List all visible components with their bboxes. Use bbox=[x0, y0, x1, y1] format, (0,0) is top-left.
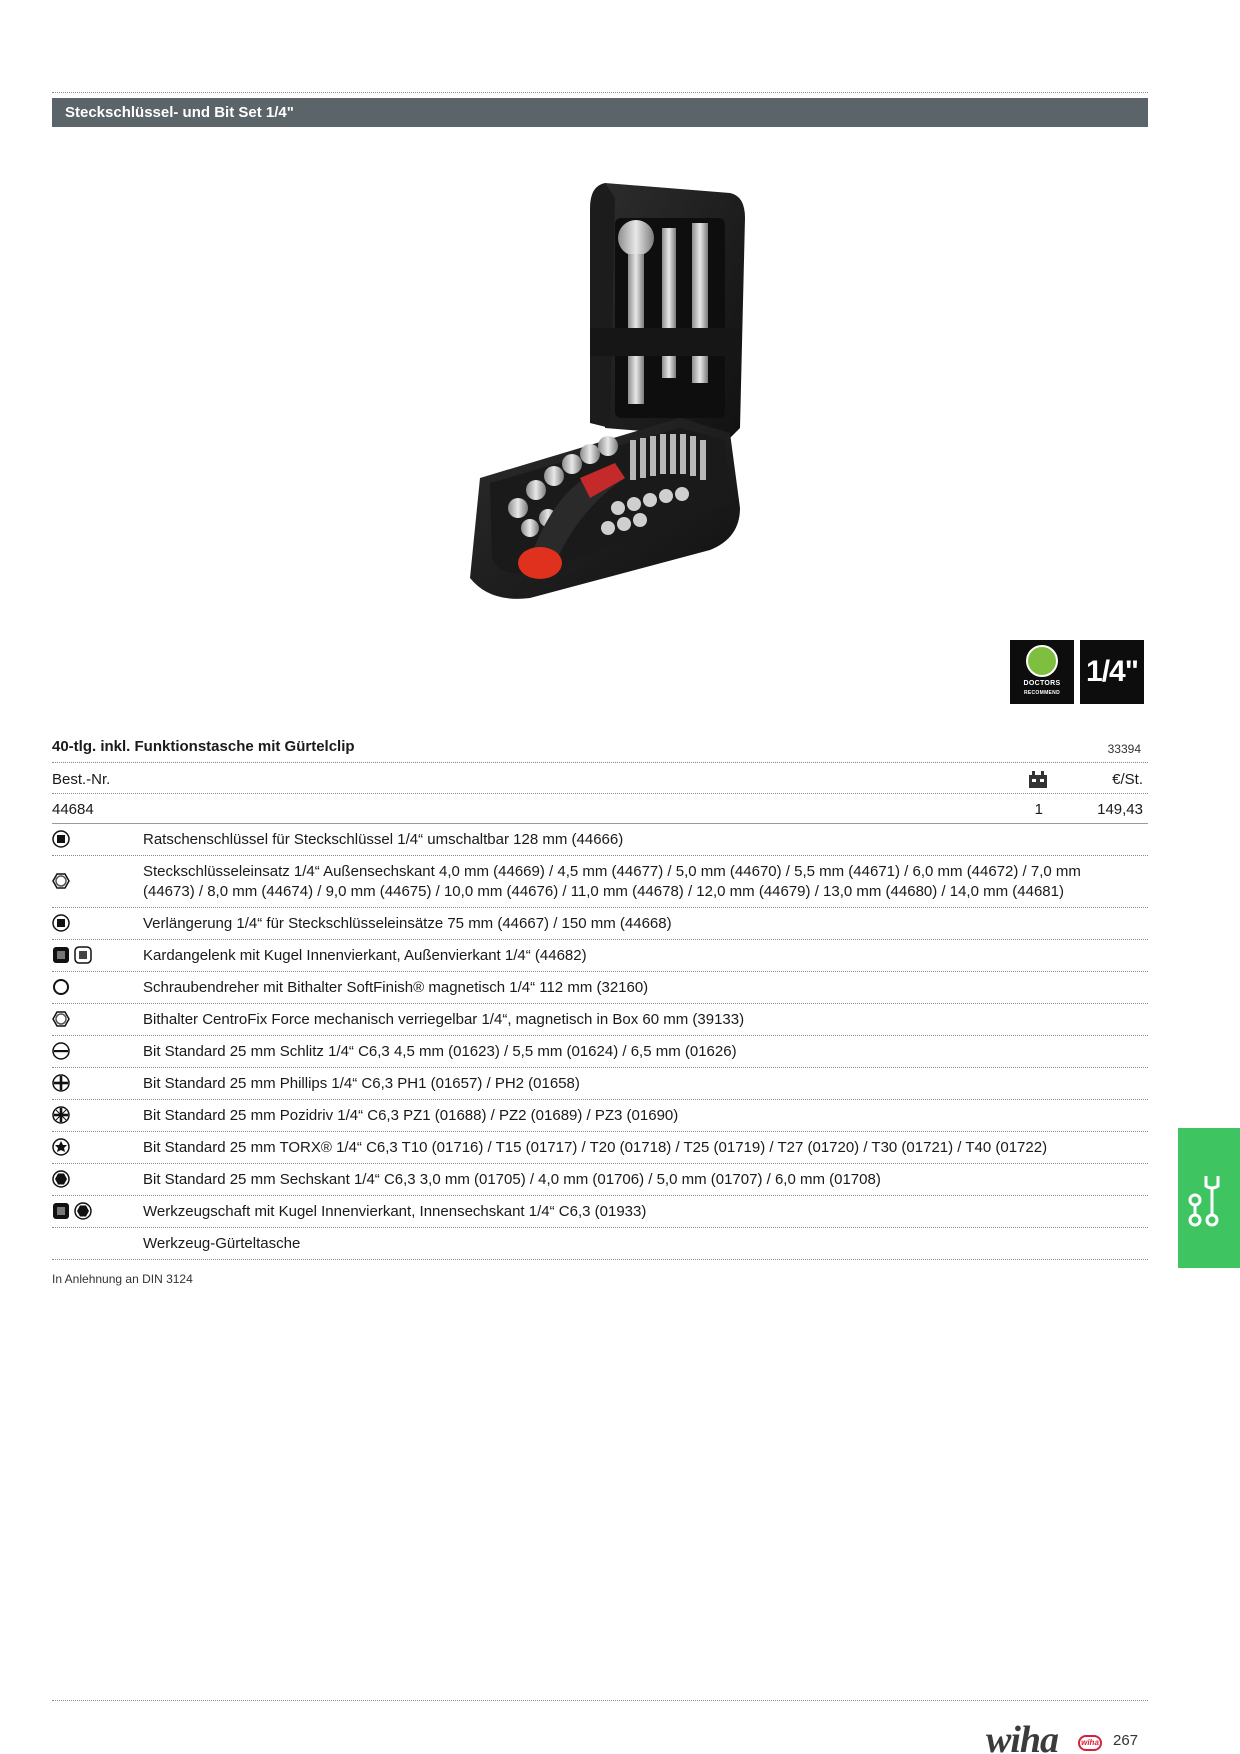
item-text: Bit Standard 25 mm Pozidriv 1/4“ C6,3 PZ… bbox=[143, 1107, 679, 1124]
drive-size-badge: 1/4" bbox=[1080, 640, 1144, 704]
list-item: Werkzeug-Gürteltasche bbox=[52, 1228, 1148, 1260]
price: 149,43 bbox=[1097, 801, 1143, 818]
doctors-recommend-badge: DOCTORS RECOMMEND bbox=[1010, 640, 1074, 704]
item-icons bbox=[52, 1201, 92, 1222]
item-icons bbox=[52, 1137, 70, 1158]
order-row: 44684 1 149,43 bbox=[52, 794, 1148, 824]
item-text: Kardangelenk mit Kugel Innenvierkant, Au… bbox=[143, 947, 587, 964]
list-item: Ratschenschlüssel für Steckschlüssel 1/4… bbox=[52, 824, 1148, 856]
slotted-icon bbox=[52, 1041, 70, 1060]
item-icons bbox=[52, 945, 92, 966]
item-icons bbox=[52, 829, 70, 850]
open-circle-icon bbox=[53, 978, 69, 995]
page-number: 267 bbox=[1113, 1732, 1139, 1749]
footer-divider bbox=[52, 1700, 1148, 1701]
list-item: Bit Standard 25 mm TORX® 1/4“ C6,3 T10 (… bbox=[52, 1132, 1148, 1164]
product-code: 33394 bbox=[1107, 742, 1141, 756]
row-divider bbox=[52, 823, 1148, 824]
item-text: Werkzeug-Gürteltasche bbox=[143, 1235, 301, 1252]
badge-doctors-line2: RECOMMEND bbox=[1023, 690, 1061, 696]
list-item: Bithalter CentroFix Force mechanisch ver… bbox=[52, 1004, 1148, 1036]
hex-socket-icon bbox=[52, 1010, 70, 1027]
list-item: Verlängerung 1/4“ für Steckschlüsseleins… bbox=[52, 908, 1148, 940]
contents-list: Ratschenschlüssel für Steckschlüssel 1/4… bbox=[52, 824, 1148, 1260]
item-text: Bit Standard 25 mm TORX® 1/4“ C6,3 T10 (… bbox=[143, 1139, 1048, 1156]
price-unit-header: €/St. bbox=[1112, 771, 1143, 788]
list-item: Bit Standard 25 mm Sechskant 1/4“ C6,3 3… bbox=[52, 1164, 1148, 1196]
hex-socket-icon bbox=[52, 872, 70, 889]
square-drive-icon bbox=[52, 829, 70, 848]
item-icons bbox=[52, 1010, 70, 1030]
item-text: Bit Standard 25 mm Phillips 1/4“ C6,3 PH… bbox=[143, 1075, 580, 1092]
list-item: Bit Standard 25 mm Phillips 1/4“ C6,3 PH… bbox=[52, 1068, 1148, 1100]
item-icons bbox=[52, 913, 70, 934]
top-divider bbox=[52, 92, 1148, 93]
title-divider bbox=[52, 762, 1148, 763]
item-icons bbox=[52, 1041, 70, 1062]
list-item: Bit Standard 25 mm Schlitz 1/4“ C6,3 4,5… bbox=[52, 1036, 1148, 1068]
item-icons bbox=[52, 872, 70, 892]
category-tab[interactable] bbox=[1178, 1128, 1240, 1268]
product-title: 40-tlg. inkl. Funktionstasche mit Gürtel… bbox=[52, 738, 355, 755]
hex-bit-icon bbox=[74, 1201, 92, 1220]
item-icons bbox=[52, 978, 70, 998]
header-divider bbox=[52, 793, 1148, 794]
order-table-header: Best.-Nr. €/St. bbox=[52, 764, 1148, 794]
pack-quantity: 1 bbox=[1034, 801, 1043, 818]
item-text: Bithalter CentroFix Force mechanisch ver… bbox=[143, 1011, 745, 1028]
item-text: Ratschenschlüssel für Steckschlüssel 1/4… bbox=[143, 831, 624, 848]
list-item: Werkzeugschaft mit Kugel Innenvierkant, … bbox=[52, 1196, 1148, 1228]
list-item: Bit Standard 25 mm Pozidriv 1/4“ C6,3 PZ… bbox=[52, 1100, 1148, 1132]
brand-mark: wiha bbox=[1078, 1735, 1102, 1751]
item-text: Steckschlüsseleinsatz 1/4“ Außensechskan… bbox=[143, 863, 1081, 900]
product-image bbox=[470, 183, 745, 599]
list-item: Schraubendreher mit Bithalter SoftFinish… bbox=[52, 972, 1148, 1004]
list-item: Kardangelenk mit Kugel Innenvierkant, Au… bbox=[52, 940, 1148, 972]
item-text: Bit Standard 25 mm Schlitz 1/4“ C6,3 4,5… bbox=[143, 1043, 737, 1060]
torx-icon bbox=[52, 1137, 70, 1156]
person-icon bbox=[1026, 645, 1058, 677]
item-icons bbox=[52, 1105, 70, 1126]
list-item: Steckschlüsseleinsatz 1/4“ Außensechskan… bbox=[52, 856, 1148, 908]
square-drive-filled-icon bbox=[53, 946, 69, 963]
item-text: Schraubendreher mit Bithalter SoftFinish… bbox=[143, 979, 649, 996]
hex-bit-icon bbox=[52, 1169, 70, 1188]
square-drive-filled-icon bbox=[53, 1202, 69, 1219]
square-drive-icon bbox=[52, 913, 70, 932]
package-icon bbox=[1029, 771, 1047, 788]
item-icons bbox=[52, 1073, 70, 1094]
item-text: Bit Standard 25 mm Sechskant 1/4“ C6,3 3… bbox=[143, 1171, 881, 1188]
item-text: Werkzeugschaft mit Kugel Innenvierkant, … bbox=[143, 1203, 647, 1220]
square-drive-outline-icon bbox=[74, 945, 92, 964]
section-header: Steckschlüssel- und Bit Set 1/4" bbox=[52, 98, 1148, 127]
tools-icon bbox=[1188, 1176, 1220, 1227]
section-title: Steckschlüssel- und Bit Set 1/4" bbox=[65, 104, 294, 121]
pozidriv-icon bbox=[52, 1105, 70, 1124]
order-number: 44684 bbox=[52, 801, 94, 818]
footnote: In Anlehnung an DIN 3124 bbox=[52, 1272, 193, 1286]
order-number-header: Best.-Nr. bbox=[52, 771, 111, 788]
item-icons bbox=[52, 1169, 70, 1190]
brand-logo: wiha bbox=[986, 1719, 1059, 1754]
phillips-icon bbox=[52, 1073, 70, 1092]
badge-doctors-line1: DOCTORS bbox=[1023, 680, 1061, 687]
item-text: Verlängerung 1/4“ für Steckschlüsseleins… bbox=[143, 915, 672, 932]
